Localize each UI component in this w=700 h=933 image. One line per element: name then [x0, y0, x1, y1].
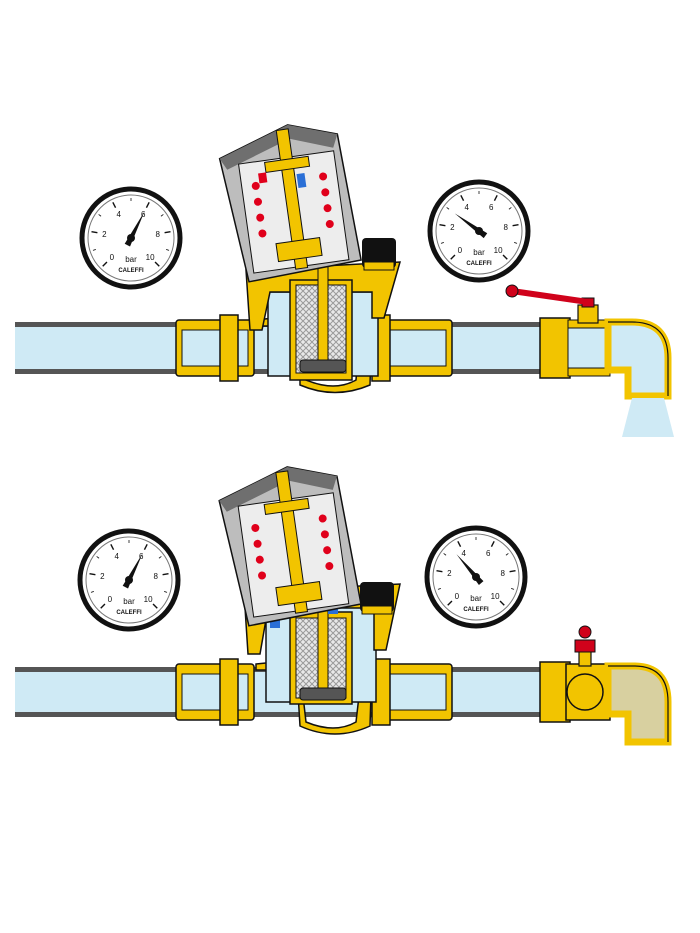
- gauge-tick: [511, 588, 515, 590]
- gauge-tick: [112, 202, 117, 209]
- gauge-tick: [98, 214, 102, 217]
- gauge-tick: [164, 591, 168, 593]
- valve-bonnet: [218, 466, 362, 627]
- pressure-reducer-valve: [245, 238, 402, 394]
- spring: [251, 514, 334, 580]
- gauge-unit-label: bar: [123, 597, 135, 606]
- outlet-pressure-gauge: 0 2 4 6 8 10 bar CALEFFI: [424, 525, 528, 629]
- gauge-tick: [143, 544, 148, 551]
- gauge-tick: [505, 553, 509, 556]
- gauge-tick: [100, 603, 106, 609]
- gauge-tick: [437, 588, 441, 590]
- ball-valve-open[interactable]: [505, 284, 599, 324]
- gauge-tick-label: 4: [115, 552, 120, 561]
- gauge-tick-label: 0: [458, 246, 463, 255]
- gauge-tick: [154, 261, 160, 267]
- gauge-tick: [90, 591, 94, 593]
- outlet-pressure-gauge: 0 2 4 6 8 10 bar CALEFFI: [427, 179, 531, 283]
- gauge-tick: [502, 254, 508, 260]
- gauge-tick-label: 8: [155, 230, 160, 239]
- gauge-tick: [145, 202, 150, 209]
- gauge-tick-label: 10: [494, 246, 503, 255]
- gauge-unit-label: bar: [473, 248, 485, 257]
- gauge-tick-label: 6: [486, 549, 491, 558]
- gauge-tick-label: 4: [465, 203, 470, 212]
- gauge-tick-label: 6: [139, 552, 144, 561]
- gauge-tick-label: 8: [500, 569, 505, 578]
- gauge-tick: [443, 553, 447, 556]
- gauge-tick-label: 2: [100, 572, 105, 581]
- gauge-brand-label: CALEFFI: [118, 268, 144, 274]
- spring: [251, 172, 334, 238]
- gauge-tick-label: 2: [450, 223, 455, 232]
- pipe-line: [15, 658, 571, 726]
- gauge-tick-label: 4: [462, 549, 467, 558]
- gauge-tick-label: 10: [146, 253, 155, 262]
- gauge-tick: [446, 207, 450, 210]
- gauge-tick: [160, 214, 164, 217]
- gauge-brand-label: CALEFFI: [466, 261, 492, 267]
- gauge-tick: [166, 249, 170, 251]
- inlet-pressure-gauge: 0 2 4 6 8 10 bar CALEFFI: [79, 186, 183, 290]
- gauge-brand-label: CALEFFI: [463, 607, 489, 613]
- gauge-tick: [439, 224, 446, 227]
- gauge-tick: [512, 224, 519, 227]
- gauge-unit-label: bar: [470, 594, 482, 603]
- gauge-tick: [102, 261, 108, 267]
- gauge-tick: [499, 600, 505, 606]
- inlet-pressure-gauge: 0 2 4 6 8 10 bar CALEFFI: [77, 528, 181, 632]
- gauge-tick: [96, 556, 100, 559]
- gauge-tick: [514, 242, 518, 244]
- gauge-tick: [436, 570, 443, 573]
- gauge-tick: [447, 600, 453, 606]
- scene-flowing: 0 2 4 6 8 10 bar CALEFFI 0 2 4 6 8 10 bar CALEFFI: [15, 124, 674, 437]
- gauge-tick: [162, 573, 169, 576]
- gauge-tick-label: 10: [491, 592, 500, 601]
- gauge-tick: [493, 195, 498, 202]
- gauge-tick: [158, 556, 162, 559]
- gauge-unit-label: bar: [125, 255, 137, 264]
- gauge-tick: [89, 573, 96, 576]
- valve-bonnet: [218, 124, 362, 283]
- gauge-tick: [91, 231, 98, 234]
- ball-valve-closed[interactable]: [565, 625, 611, 721]
- gauge-tick: [490, 541, 495, 548]
- gauge-tick-label: 8: [503, 223, 508, 232]
- gauge-tick: [457, 541, 462, 548]
- gauge-tick-label: 4: [117, 210, 122, 219]
- gauge-tick-label: 2: [447, 569, 452, 578]
- gauge-tick-label: 2: [102, 230, 107, 239]
- gauge-tick: [508, 207, 512, 210]
- gauge-tick-label: 0: [455, 592, 460, 601]
- gauge-tick: [440, 242, 444, 244]
- gauge-tick-label: 6: [141, 210, 146, 219]
- gauge-tick: [460, 195, 465, 202]
- outlet-elbow: [604, 662, 672, 746]
- gauge-tick-label: 10: [144, 595, 153, 604]
- gauge-tick: [152, 603, 158, 609]
- outlet-elbow: [604, 318, 672, 400]
- gauge-tick: [164, 231, 171, 234]
- scene-closed: 0 2 4 6 8 10 bar CALEFFI 0 2 4 6 8 10 bar CALEFFI: [15, 466, 672, 746]
- gauge-tick-label: 8: [153, 572, 158, 581]
- gauge-tick-label: 0: [110, 253, 115, 262]
- gauge-tick: [92, 249, 96, 251]
- gauge-tick-label: 6: [489, 203, 494, 212]
- gauge-tick: [509, 570, 516, 573]
- gauge-brand-label: CALEFFI: [116, 610, 142, 616]
- water-spray: [622, 398, 674, 437]
- gauge-tick-label: 0: [108, 595, 113, 604]
- gauge-tick: [110, 544, 115, 551]
- gauge-tick: [450, 254, 456, 260]
